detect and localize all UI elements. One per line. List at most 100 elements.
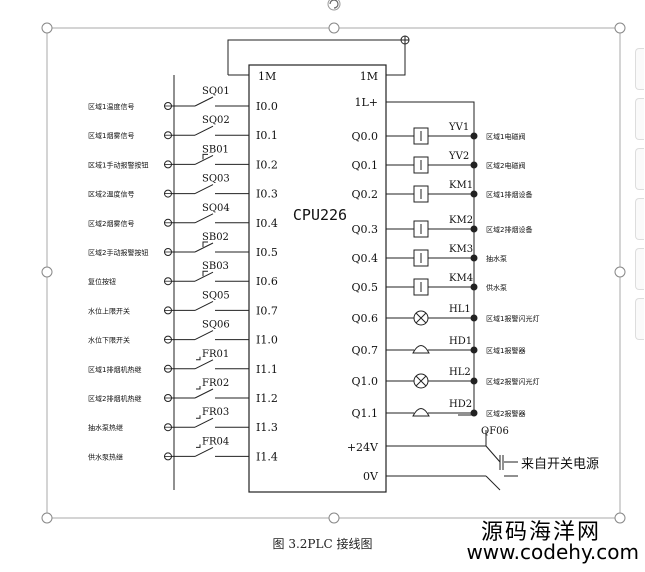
terminal-node — [470, 132, 478, 140]
output-pin-label: Q0.6 — [351, 312, 378, 325]
resize-handle — [41, 512, 53, 524]
terminal-node — [470, 283, 478, 291]
resize-handle — [41, 22, 53, 34]
output-row: Q0.4 KM3 抽水泵 — [351, 244, 507, 267]
input-device-label: SB03 — [202, 261, 229, 272]
resize-handle — [328, 512, 340, 524]
input-pin-label: I0.2 — [256, 158, 278, 171]
side-toolbar[interactable] — [635, 48, 645, 340]
contact-symbol — [194, 96, 214, 107]
output-rows: Q0.0YV1区域1电磁阀Q0.1YV2区域2电磁阀Q0.2KM1区域1排烟设备… — [351, 122, 539, 420]
output-description: 供水泵 — [486, 283, 507, 292]
terminal-node — [470, 377, 478, 385]
terminal-node — [470, 254, 478, 262]
resize-handle — [328, 22, 340, 34]
terminal-node — [470, 190, 478, 198]
input-description: 区域2排烟机热继 — [88, 394, 141, 403]
contact-symbol — [194, 446, 214, 457]
input-device-label: SB02 — [202, 232, 229, 243]
output-pin-label: Q0.4 — [351, 252, 378, 265]
input-pin-label: I0.1 — [256, 129, 278, 142]
output-device-label: KM2 — [449, 215, 473, 226]
resize-handle — [41, 266, 53, 278]
input-pin-label: I0.0 — [256, 100, 278, 113]
contact-symbol — [194, 154, 214, 165]
input-pin-label: I1.2 — [256, 392, 278, 405]
input-device-label: SQ04 — [202, 203, 230, 214]
cpu-block — [248, 64, 387, 493]
terminal-node — [470, 314, 478, 322]
input-pin-label: I0.4 — [256, 217, 278, 230]
contact-symbol — [194, 184, 214, 195]
output-description: 区域1报警闪光灯 — [486, 314, 539, 323]
input-pin-label: I0.3 — [256, 188, 278, 201]
input-pin-label: I0.6 — [256, 275, 278, 288]
terminal-node — [470, 161, 478, 169]
input-device-label: SQ02 — [202, 115, 230, 126]
resize-handle — [614, 266, 626, 278]
input-rows: 区域1温度信号SQ01I0.0区域1烟雾信号SQ02I0.1区域1手动报警按钮S… — [88, 86, 278, 463]
input-description: 区域1排烟机热继 — [88, 365, 141, 374]
output-description: 抽水泵 — [486, 254, 507, 263]
input-pin-label: I1.1 — [256, 363, 278, 376]
input-device-label: SB01 — [202, 144, 229, 155]
input-pin-label: I1.0 — [256, 334, 278, 347]
input-pin-label: I1.4 — [256, 450, 278, 463]
input-device-label: FR01 — [202, 349, 229, 360]
input-description: 复位按钮 — [88, 277, 116, 286]
input-description: 区域2烟雾信号 — [88, 219, 134, 228]
resize-handle — [614, 22, 626, 34]
input-description: 区域2温度信号 — [88, 190, 134, 199]
contact-symbol — [194, 388, 214, 399]
output-device-label: HL2 — [449, 367, 471, 378]
horn-symbol — [412, 408, 430, 417]
output-description: 区域2报警器 — [486, 409, 525, 418]
input-pin-label: I1.3 — [256, 421, 278, 434]
output-device-label: KM3 — [449, 244, 473, 255]
output-pin-label: Q0.3 — [351, 223, 378, 236]
terminal-node — [470, 409, 478, 417]
output-description: 区域1排烟设备 — [486, 190, 532, 199]
supply-switch — [386, 430, 518, 491]
output-device-label: KM1 — [449, 180, 473, 191]
output-description: 区域1报警器 — [486, 346, 525, 355]
cpu-right-24v: +24V — [347, 441, 379, 454]
output-description: 区域2报警闪光灯 — [486, 377, 539, 386]
input-device-label: SQ05 — [202, 290, 230, 301]
contact-symbol — [194, 125, 214, 136]
resize-handles[interactable] — [41, 22, 626, 524]
input-device-label: SQ06 — [202, 320, 230, 331]
input-device-label: SQ01 — [202, 86, 230, 97]
output-device-label: KM4 — [449, 273, 473, 284]
cpu-name: CPU226 — [293, 206, 347, 224]
output-pin-label: Q1.0 — [351, 375, 378, 388]
cpu-right-common: 1M — [360, 70, 378, 83]
rotate-handle[interactable] — [327, 0, 341, 11]
output-pin-label: Q1.1 — [351, 407, 378, 420]
horn-symbol — [412, 345, 430, 354]
input-description: 区域1手动报警按钮 — [88, 160, 148, 169]
contact-symbol — [194, 271, 214, 282]
input-device-label: SQ03 — [202, 174, 230, 185]
input-description: 水位下限开关 — [88, 336, 130, 345]
resize-handle — [614, 512, 626, 524]
output-pin-label: Q0.0 — [351, 130, 378, 143]
contact-symbol — [194, 330, 214, 341]
supply-source-label: 来自开关电源 — [521, 457, 599, 472]
output-row: Q1.0 HL2 区域2报警闪光灯 — [351, 367, 539, 389]
